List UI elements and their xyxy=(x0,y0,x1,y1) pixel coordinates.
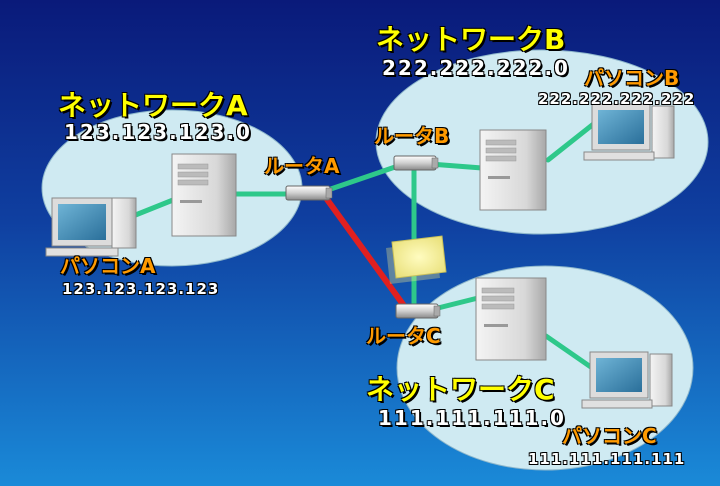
network-a-address: 123.123.123.0 xyxy=(64,120,252,144)
router-b-icon xyxy=(393,155,439,171)
network-a-title: ネットワークA xyxy=(58,89,248,122)
pc-a-icon xyxy=(45,197,137,257)
server-a-icon xyxy=(171,153,237,237)
pc-c-icon xyxy=(581,351,673,409)
server-b-icon xyxy=(479,129,547,211)
router-a-icon xyxy=(285,185,333,201)
router-a-label: ルータA xyxy=(264,154,340,178)
router-c-label: ルータC xyxy=(366,324,441,348)
packet-icon xyxy=(386,235,447,284)
network-c-address: 111.111.111.0 xyxy=(378,406,566,430)
pc-b-label: パソコンB xyxy=(584,66,680,90)
router-c-icon xyxy=(395,303,441,319)
router-b-label: ルータB xyxy=(374,124,450,148)
pc-a-ip: 123.123.123.123 xyxy=(62,280,220,298)
network-b-address: 222.222.222.0 xyxy=(382,56,570,80)
link-serverc-pcc xyxy=(543,333,601,375)
pc-b-ip: 222.222.222.222 xyxy=(538,90,696,108)
network-c-area xyxy=(396,265,694,471)
link-serverb-pcb xyxy=(545,119,599,163)
network-b-title: ネットワークB xyxy=(376,23,566,56)
pc-c-ip: 111.111.111.111 xyxy=(528,450,686,468)
network-c-title: ネットワークC xyxy=(366,373,555,406)
pc-a-label: パソコンA xyxy=(60,254,156,278)
pc-b-icon xyxy=(583,103,675,161)
link-routerb-serverb xyxy=(427,161,485,171)
links xyxy=(125,119,601,375)
active-route xyxy=(323,195,413,317)
link-routera-routerb xyxy=(319,163,401,195)
server-c-icon xyxy=(475,277,547,361)
pc-c-label: パソコンC xyxy=(562,424,657,448)
